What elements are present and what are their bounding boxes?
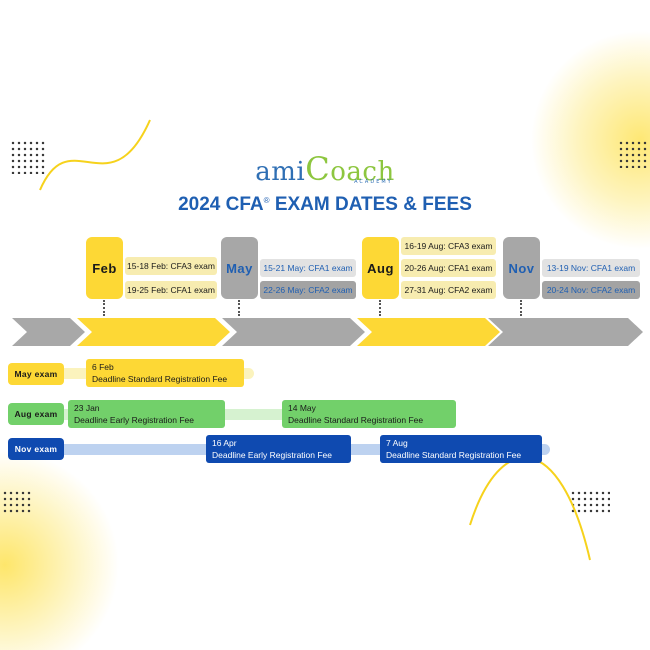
logo-oach: oach: [330, 157, 395, 187]
connector-nov: [520, 300, 522, 316]
event-aug-cfa3: 16-19 Aug: CFA3 exam: [401, 237, 496, 255]
event-may-cfa2: 22-26 May: CFA2 exam: [260, 281, 356, 299]
month-aug: Aug: [362, 237, 399, 299]
dot-grid-top-right: [618, 140, 648, 168]
deadline-aug-early-date: 23 Jan: [74, 403, 100, 413]
logo-tagline: ACADEMY: [354, 179, 393, 185]
label-aug-exam: Aug exam: [8, 403, 64, 425]
deadline-may-standard: 6 Feb Deadline Standard Registration Fee: [86, 359, 244, 387]
connector-feb: [103, 300, 105, 316]
logo-c: C: [305, 150, 331, 188]
title-rest: EXAM DATES & FEES: [269, 194, 472, 215]
dot-grid-bottom-left: [2, 490, 32, 514]
dot-grid-top-left: [10, 140, 46, 174]
chevron-segment-5: [488, 318, 643, 346]
month-nov: Nov: [503, 237, 540, 299]
chevron-segment-2: [77, 318, 230, 346]
deadline-nov-early: 16 Apr Deadline Early Registration Fee: [206, 435, 351, 463]
deadline-may-standard-date: 6 Feb: [92, 362, 114, 372]
track-aug-exam: [50, 409, 450, 420]
brand-logo: amiCoach ACADEMY: [0, 150, 650, 188]
label-nov-exam: Nov exam: [8, 438, 64, 460]
deadline-aug-early-text: Deadline Early Registration Fee: [74, 415, 195, 425]
page-title: 2024 CFA® EXAM DATES & FEES: [0, 194, 650, 216]
event-aug-cfa2: 27-31 Aug: CFA2 exam: [401, 281, 496, 299]
deadline-may-standard-text: Deadline Standard Registration Fee: [92, 374, 228, 384]
connector-may: [238, 300, 240, 316]
title-registered-mark: ®: [263, 196, 270, 205]
deadline-nov-standard: 7 Aug Deadline Standard Registration Fee: [380, 435, 542, 463]
dot-grid-bottom-right: [570, 490, 610, 514]
deadline-aug-standard-date: 14 May: [288, 403, 316, 413]
month-may: May: [221, 237, 258, 299]
chevron-segment-4: [357, 318, 500, 346]
deadline-aug-standard-text: Deadline Standard Registration Fee: [288, 415, 424, 425]
deadline-nov-standard-text: Deadline Standard Registration Fee: [386, 450, 522, 460]
event-feb-cfa1: 19-25 Feb: CFA1 exam: [125, 281, 217, 299]
deadline-aug-standard: 14 May Deadline Standard Registration Fe…: [282, 400, 456, 428]
connector-aug: [379, 300, 381, 316]
event-nov-cfa2: 20-24 Nov: CFA2 exam: [542, 281, 640, 299]
title-main: 2024 CFA: [178, 194, 264, 215]
timeline-arrow-band: [12, 318, 643, 346]
logo-ami: ami: [255, 157, 306, 187]
deadline-nov-standard-date: 7 Aug: [386, 438, 408, 448]
event-feb-cfa3: 15-18 Feb: CFA3 exam: [125, 257, 217, 275]
chevron-segment-3: [222, 318, 365, 346]
event-may-cfa1: 15-21 May: CFA1 exam: [260, 259, 356, 277]
deadline-nov-early-text: Deadline Early Registration Fee: [212, 450, 333, 460]
month-feb: Feb: [86, 237, 123, 299]
chevron-segment-1: [12, 318, 85, 346]
deadline-aug-early: 23 Jan Deadline Early Registration Fee: [68, 400, 225, 428]
deadline-nov-early-date: 16 Apr: [212, 438, 237, 448]
event-aug-cfa1: 20-26 Aug: CFA1 exam: [401, 259, 496, 277]
label-may-exam: May exam: [8, 363, 64, 385]
event-nov-cfa1: 13-19 Nov: CFA1 exam: [542, 259, 640, 277]
